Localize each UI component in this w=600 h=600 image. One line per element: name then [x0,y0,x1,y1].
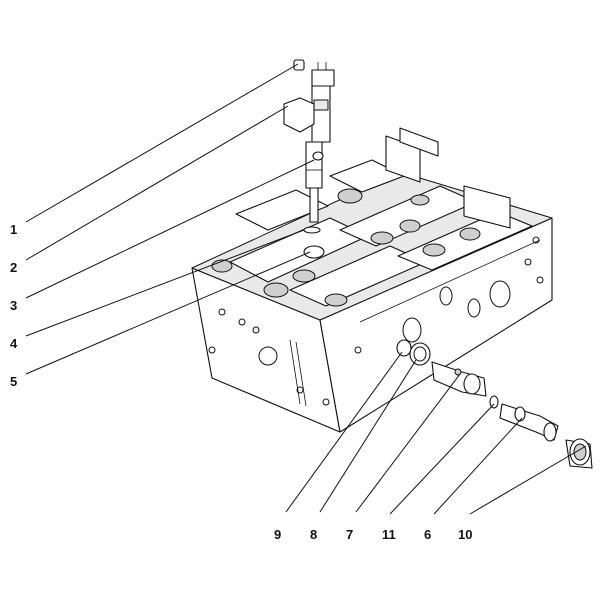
callout-labels: 1 2 3 4 5 9 8 7 11 6 10 [10,222,472,542]
leader-3 [25,159,315,299]
callout-6: 6 [424,527,431,542]
leader-4 [25,229,305,337]
callout-4: 4 [10,336,18,351]
callout-10: 10 [458,527,472,542]
callout-3: 3 [10,298,17,313]
callout-1: 1 [10,222,17,237]
callout-8: 8 [310,527,317,542]
leader-5 [25,251,311,375]
leader-1 [25,63,299,223]
callout-2: 2 [10,260,17,275]
callout-11: 11 [382,527,396,542]
injector-assembly [283,59,335,259]
leader-7 [355,373,461,513]
callout-7: 7 [346,527,353,542]
leader-10 [469,445,587,515]
cylinder-head [191,127,553,433]
leader-11 [389,403,495,515]
callout-5: 5 [10,374,17,389]
leader-6 [433,417,523,515]
leader-lines [25,63,587,515]
pipe-fittings [396,339,593,469]
leader-8 [319,359,417,513]
callout-9: 9 [274,527,281,542]
leader-2 [25,105,289,261]
leader-9 [285,351,403,513]
